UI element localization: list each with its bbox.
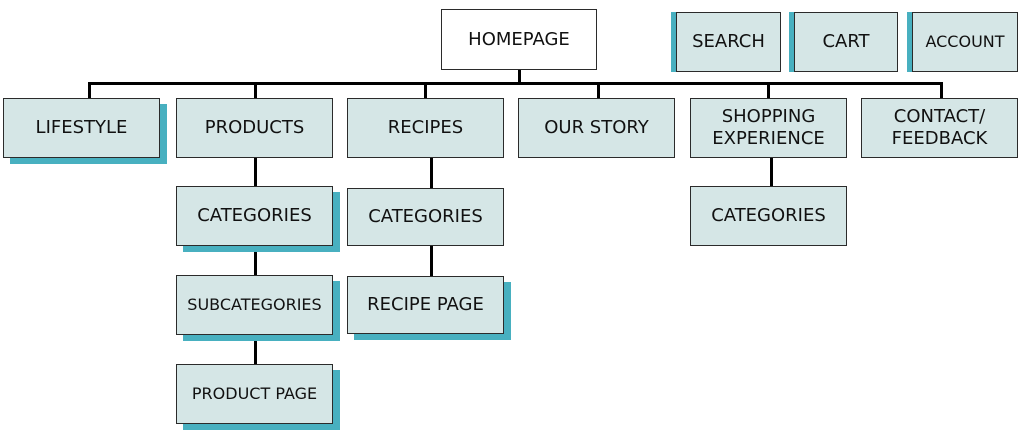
- products-categories-node[interactable]: CATEGORIES: [176, 186, 333, 246]
- products-node[interactable]: PRODUCTS: [176, 98, 333, 158]
- connector-recipes-recipepage: [430, 244, 433, 276]
- search-node[interactable]: SEARCH: [676, 12, 781, 72]
- connector-shopping: [767, 82, 770, 98]
- connector-recipes: [424, 82, 427, 98]
- recipe-page-node[interactable]: RECIPE PAGE: [347, 276, 504, 334]
- connector-shopping-categories: [770, 156, 773, 186]
- connector-recipes-categories: [430, 156, 433, 188]
- connector-products-categories: [254, 156, 257, 186]
- recipes-node[interactable]: RECIPES: [347, 98, 504, 158]
- account-node[interactable]: ACCOUNT: [912, 12, 1018, 72]
- connector-contact: [940, 82, 943, 98]
- connector-lifestyle: [88, 82, 91, 98]
- product-page-node[interactable]: PRODUCT PAGE: [176, 364, 333, 424]
- our-story-node[interactable]: OUR STORY: [518, 98, 675, 158]
- products-subcategories-node[interactable]: SUBCATEGORIES: [176, 275, 333, 335]
- cart-node[interactable]: CART: [794, 12, 898, 72]
- connector-homepage-down: [518, 70, 521, 85]
- lifestyle-node[interactable]: LIFESTYLE: [3, 98, 160, 158]
- contact-feedback-node[interactable]: CONTACT/ FEEDBACK: [861, 98, 1018, 158]
- connector-products-subcategories: [254, 245, 257, 275]
- homepage-node[interactable]: HOMEPAGE: [441, 9, 597, 70]
- connector-products-productpage: [254, 334, 257, 364]
- connector-products: [254, 82, 257, 98]
- shopping-categories-node[interactable]: CATEGORIES: [690, 186, 847, 246]
- connector-our-story: [597, 82, 600, 98]
- shopping-experience-node[interactable]: SHOPPING EXPERIENCE: [690, 98, 847, 158]
- connector-horizontal-bus: [88, 82, 943, 85]
- recipes-categories-node[interactable]: CATEGORIES: [347, 188, 504, 246]
